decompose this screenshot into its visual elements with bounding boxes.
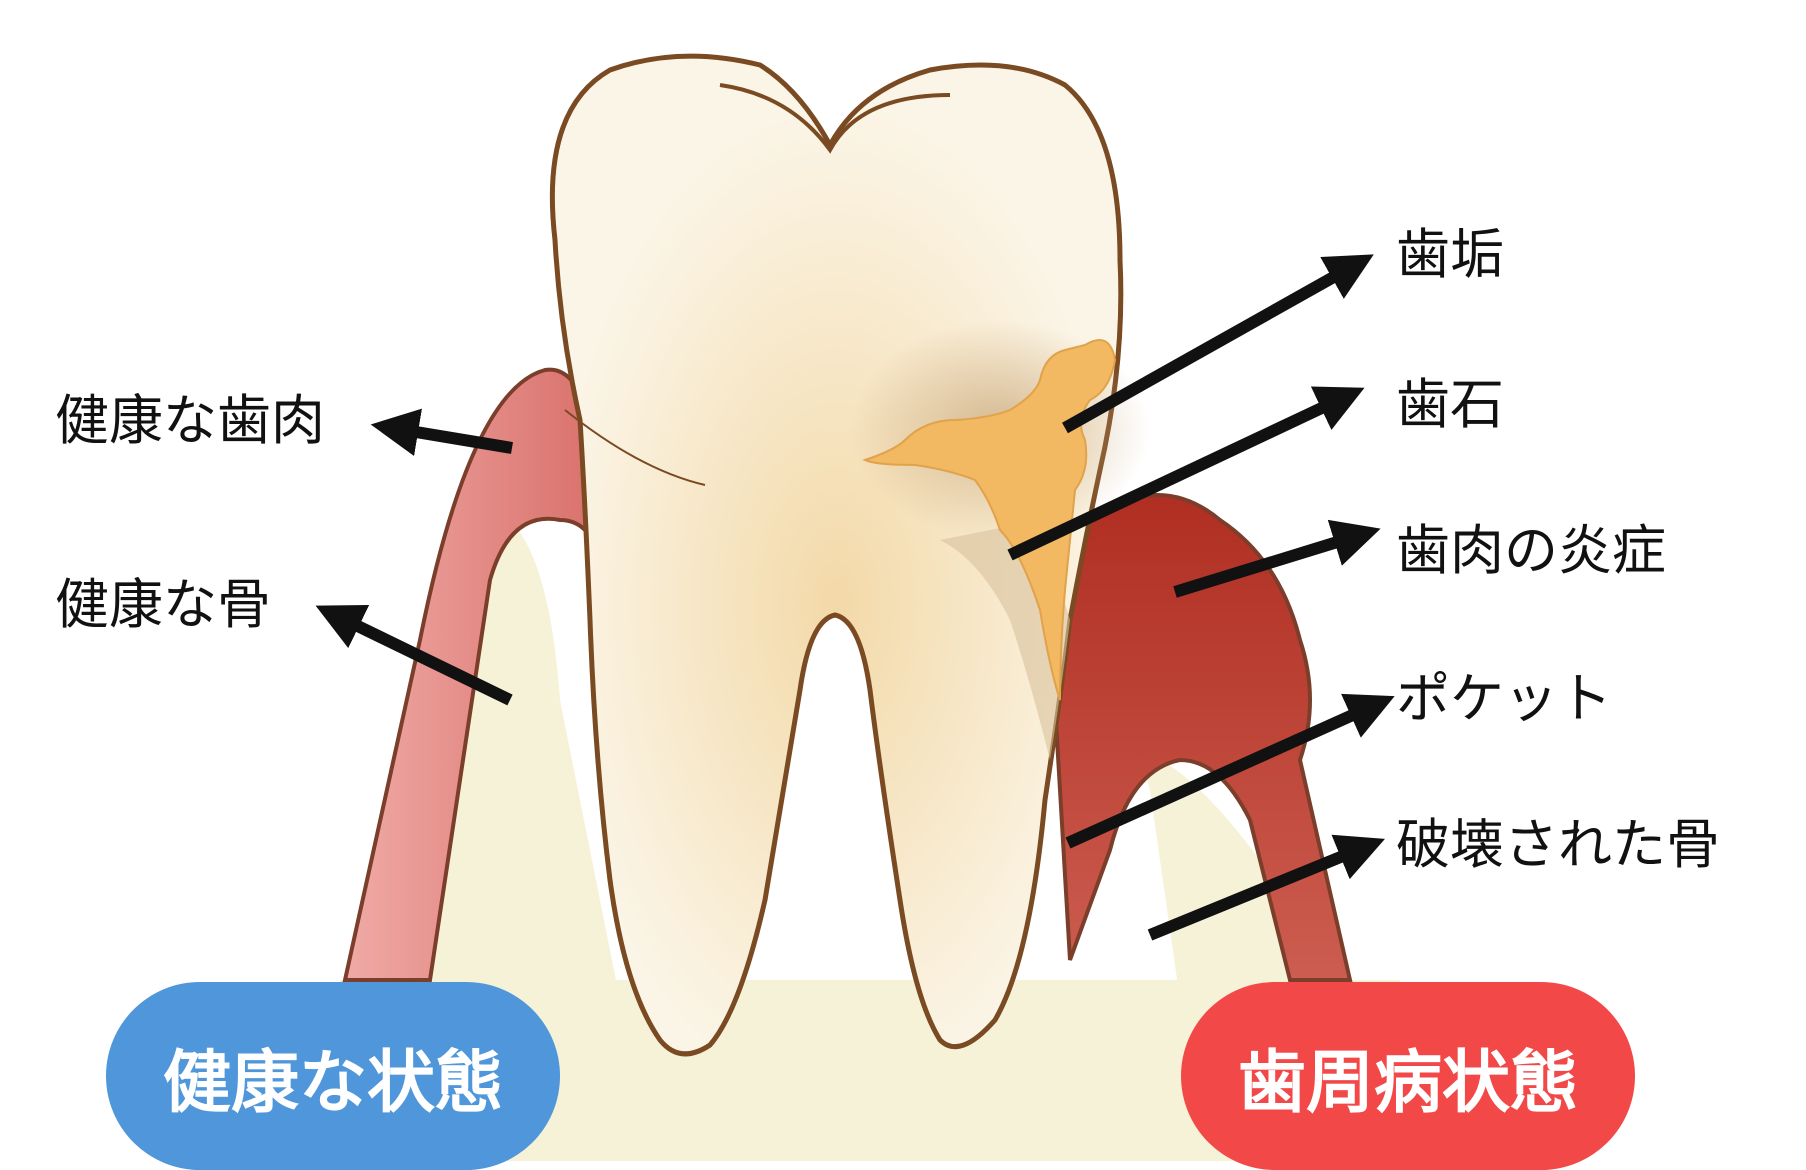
label-pocket: ポケット: [1396, 667, 1612, 730]
periodontal-state-badge: 歯周病状態: [1181, 982, 1635, 1170]
inflamed-gum: [1047, 493, 1353, 982]
arrow-healthy-bone: [315, 604, 513, 706]
arrow-pocket: [1065, 693, 1395, 849]
arrow-healthy-gum: [370, 408, 513, 457]
healthy-state-badge: 健康な状態: [106, 982, 560, 1170]
label-healthy-bone: 健康な骨: [55, 573, 271, 636]
label-tartar: 歯石: [1396, 373, 1504, 436]
enamel-line: [564, 409, 706, 486]
label-plaque: 歯垢: [1396, 223, 1504, 286]
label-gum-inflammation: 歯肉の炎症: [1396, 519, 1666, 582]
arrow-gum-inflammation: [1173, 519, 1381, 598]
arrow-tartar: [1007, 386, 1365, 561]
label-destroyed-bone: 破壊された骨: [1396, 813, 1720, 876]
label-healthy-gum: 健康な歯肉: [55, 389, 325, 452]
crown-groove: [719, 83, 951, 154]
arrow-destroyed-bone: [1147, 834, 1385, 941]
arrow-plaque: [1062, 254, 1374, 434]
tooth: [549, 53, 1124, 1057]
